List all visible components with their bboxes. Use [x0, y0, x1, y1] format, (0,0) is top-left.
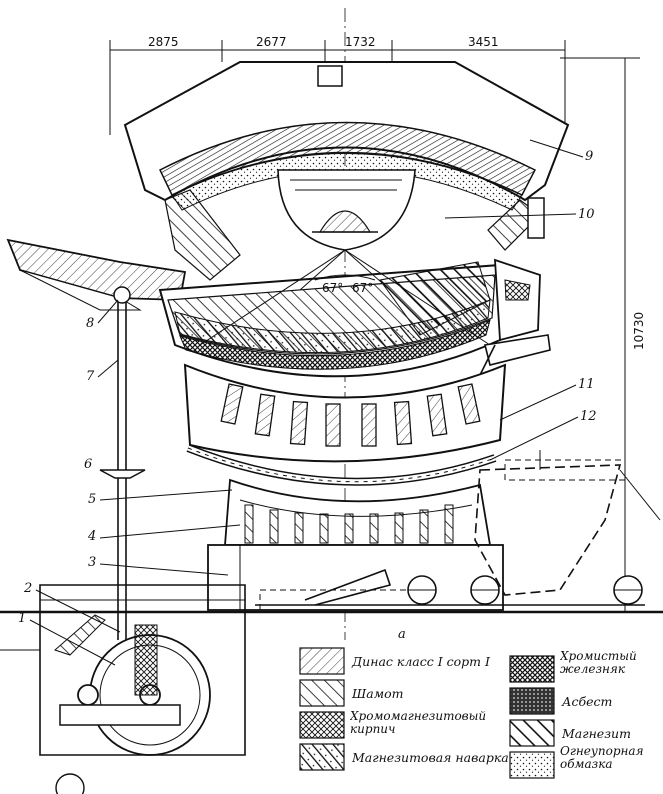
- legend-swatch-asbest: [509, 687, 555, 715]
- legend-label-chrommag-wrap: Хромомагнезитовый кирпич: [350, 710, 487, 736]
- section-letter: a: [398, 627, 406, 642]
- legend-label-chromiron: Хромистый железняк: [560, 650, 637, 676]
- callout-11: 11: [578, 377, 595, 392]
- callout-9: 9: [585, 149, 593, 164]
- callout-6: 6: [84, 457, 92, 472]
- callout-1: 1: [18, 611, 26, 626]
- legend-label-chromiron-wrap: Хромистый железняк: [560, 650, 637, 676]
- rocker-segment: [183, 363, 507, 463]
- angle-left: 67°: [322, 281, 343, 295]
- callout-2: 2: [23, 581, 32, 596]
- legend-swatch-chromiron: [509, 655, 555, 683]
- dim-3: 1732: [345, 35, 376, 49]
- dim-2: 2677: [256, 35, 287, 49]
- legend-label-dinas: Динас класс I сорт I: [351, 654, 491, 669]
- dim-4: 3451: [468, 35, 499, 49]
- figure-mark-circle: [55, 773, 85, 794]
- legend-label-magnav: Магнезитовая наварка: [351, 750, 509, 765]
- top-dimension-line: 2875 2677 1732 3451: [109, 35, 566, 135]
- height-dimension-line: 10730: [560, 57, 646, 613]
- legend-swatch-dinas: [299, 647, 345, 675]
- legend-swatch-magnesite: [509, 719, 555, 747]
- foundation-pillars: [244, 504, 454, 544]
- slot-row: [220, 383, 481, 447]
- legend-label-coating: Огнеупорная обмазка: [560, 745, 644, 771]
- callouts: 1 2 3 4 5 6 7 8 9 10 11 12: [18, 139, 597, 666]
- foundation: [207, 478, 504, 611]
- callout-8: 8: [86, 316, 94, 331]
- dim-height: 10730: [632, 312, 646, 350]
- transfer-car: [0, 568, 663, 614]
- legend-label-chrommag: Хромомагнезитовый кирпич: [350, 710, 487, 736]
- callout-3: 3: [88, 555, 96, 570]
- legend-swatch-coating: [509, 751, 555, 779]
- callout-5: 5: [88, 492, 96, 507]
- ladle-outline: [474, 450, 661, 596]
- angle-right: 67°: [352, 281, 373, 295]
- material-legend: Динас класс I сорт I Шамот Хромомагнезит…: [299, 647, 644, 779]
- legend-label-magnesite: Магнезит: [561, 726, 631, 741]
- furnace-roof: [123, 61, 570, 281]
- legend-swatch-chamotte: [299, 679, 345, 707]
- callout-7: 7: [86, 369, 95, 384]
- furnace-bath: 67° 67°: [158, 249, 551, 378]
- legend-swatch-chrommag: [299, 711, 345, 739]
- legend-label-chamotte: Шамот: [351, 686, 403, 701]
- charging-chute: [6, 238, 187, 311]
- legend-label-asbest: Асбест: [561, 694, 612, 709]
- legend-label-coating-wrap: Огнеупорная обмазка: [560, 745, 644, 771]
- callout-4: 4: [87, 529, 96, 544]
- roller-chain: [186, 444, 497, 486]
- tilting-mechanism: [0, 286, 246, 756]
- dim-1: 2875: [148, 35, 179, 49]
- callout-10: 10: [578, 207, 595, 222]
- callout-12: 12: [580, 409, 597, 424]
- legend-swatch-magnav: [299, 743, 345, 771]
